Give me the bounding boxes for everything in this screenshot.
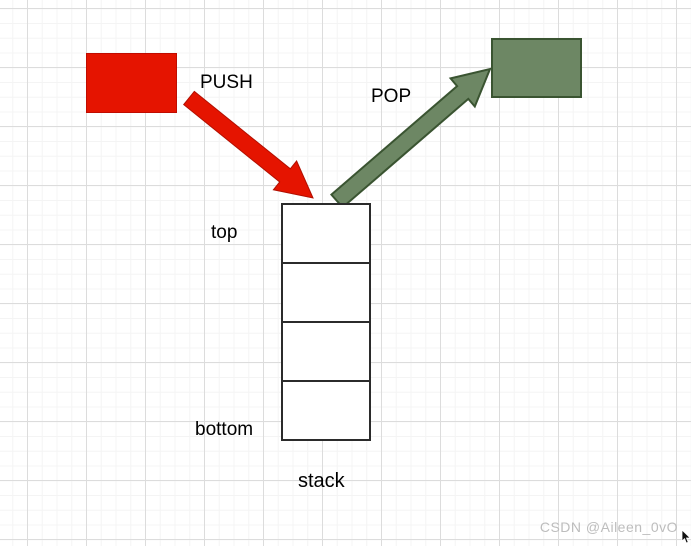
watermark-text: CSDN @Aileen_0vO <box>539 519 678 535</box>
push-label: PUSH <box>200 72 253 93</box>
push-arrow-icon <box>182 90 314 199</box>
pop-element-block <box>491 38 582 98</box>
stack-cell <box>281 262 371 323</box>
pop-label: POP <box>371 86 412 107</box>
push-element-block <box>86 53 177 113</box>
stack-cells <box>281 203 371 441</box>
stack-cell <box>281 380 371 441</box>
mouse-cursor-icon <box>681 530 691 544</box>
top-label: top <box>211 222 238 243</box>
stack-label: stack <box>298 470 345 492</box>
stack-cell <box>281 203 371 264</box>
bottom-label: bottom <box>195 419 254 440</box>
stack-cell <box>281 321 371 382</box>
